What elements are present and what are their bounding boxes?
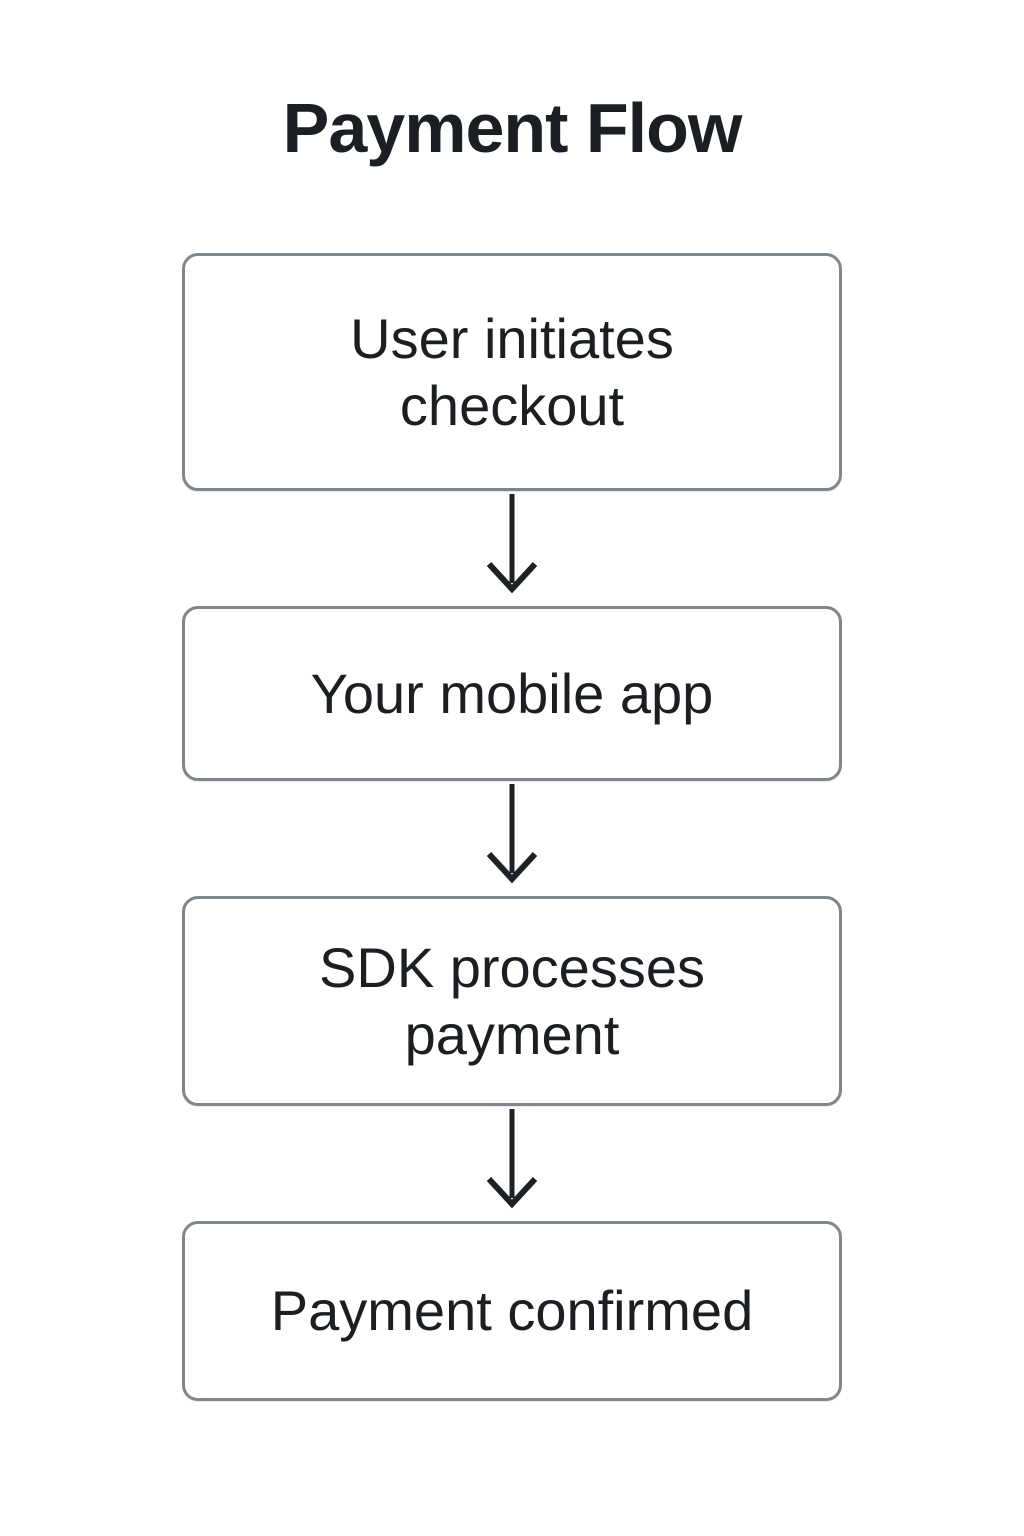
down-arrow-icon	[486, 1109, 538, 1209]
flow-node-payment-confirmed: Payment confirmed	[182, 1221, 842, 1401]
flowchart: User initiates checkout Your mobile app …	[182, 253, 842, 1401]
flow-node-sdk-processes-payment: SDK processes payment	[182, 896, 842, 1106]
flow-node-user-initiates-checkout: User initiates checkout	[182, 253, 842, 491]
down-arrow-icon	[486, 784, 538, 884]
flow-node-your-mobile-app: Your mobile app	[182, 606, 842, 781]
diagram-title: Payment Flow	[282, 89, 743, 167]
down-arrow-icon	[486, 494, 538, 594]
